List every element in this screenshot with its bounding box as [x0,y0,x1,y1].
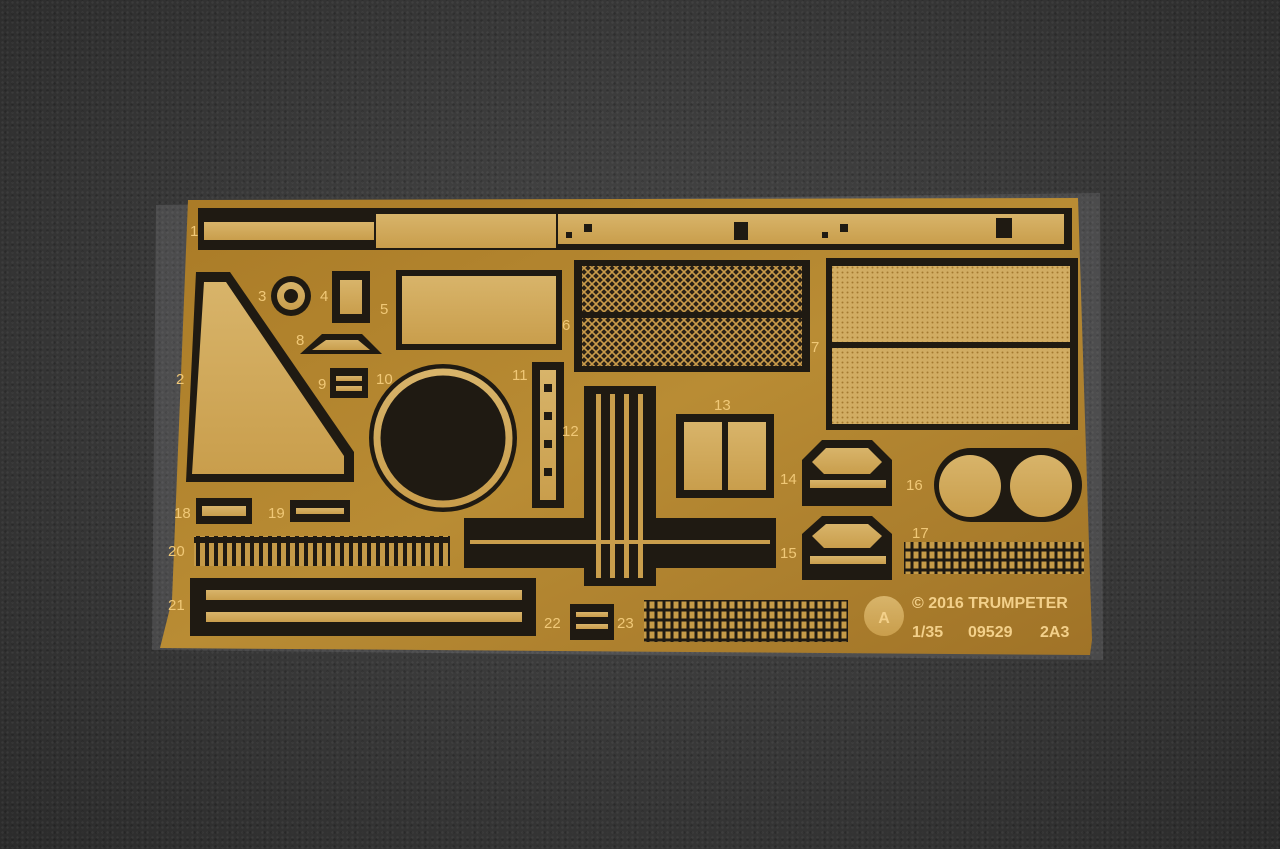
part-23-link-strip [644,600,848,642]
part-16-discs [934,448,1082,522]
copyright-line: © 2016 TRUMPETER [912,595,1068,612]
part-number: 10 [376,371,393,388]
part-number: 13 [714,397,731,414]
part-number: 20 [168,543,185,560]
part-number: 4 [320,288,328,305]
part-number: 8 [296,332,304,349]
part-number: 15 [780,545,797,562]
part-12-rod-set [464,386,776,586]
part-11-hinge-strip [532,362,564,508]
part-number: 23 [617,615,634,632]
part-8-bracket [300,334,382,354]
part-5-plate [396,270,562,350]
part-number: 3 [258,288,266,305]
part-6-mesh-panels [574,260,810,372]
part-10-large-ring [369,364,517,512]
part-18-tab [196,498,252,524]
part-number: 18 [174,505,191,522]
fret-letter: A [878,610,890,627]
part-number: 16 [906,477,923,494]
part-22-clip [570,604,614,640]
part-13-hatch [676,414,774,498]
part-number: 7 [811,339,819,356]
part-7-grille-panels [826,258,1078,430]
part-20-toothed-strip [194,536,450,566]
kit-number: 09529 [968,624,1013,641]
part-number-labels: 1 2 3 4 5 6 7 8 9 10 11 12 13 14 15 16 1… [168,223,929,632]
part-number: 1 [190,223,198,240]
part-number: 14 [780,471,797,488]
part-17-link-strip [904,542,1084,574]
part-2-triangle-plate [186,272,354,482]
part-number: 2 [176,371,184,388]
variant-label: 2A3 [1040,624,1069,641]
part-14-cover [802,440,892,506]
part-number: 11 [512,367,528,384]
part-21-rail-pair [190,578,536,636]
part-number: 5 [380,301,388,318]
part-number: 17 [912,525,929,542]
part-number: 12 [562,423,579,440]
fret-letter-disc [864,596,904,636]
part-19-tab [290,500,350,522]
part-number: 9 [318,376,326,393]
part-number: 22 [544,615,561,632]
part-number: 21 [168,597,185,614]
scale-label: 1/35 [912,624,943,641]
part-3-ring [271,276,311,316]
part-15-cover [802,516,892,580]
part-number: 19 [268,505,285,522]
part-9-clip [330,368,368,398]
part-4-small-plate [332,271,370,323]
part-1-long-strip [198,208,1072,250]
part-number: 6 [562,317,570,334]
